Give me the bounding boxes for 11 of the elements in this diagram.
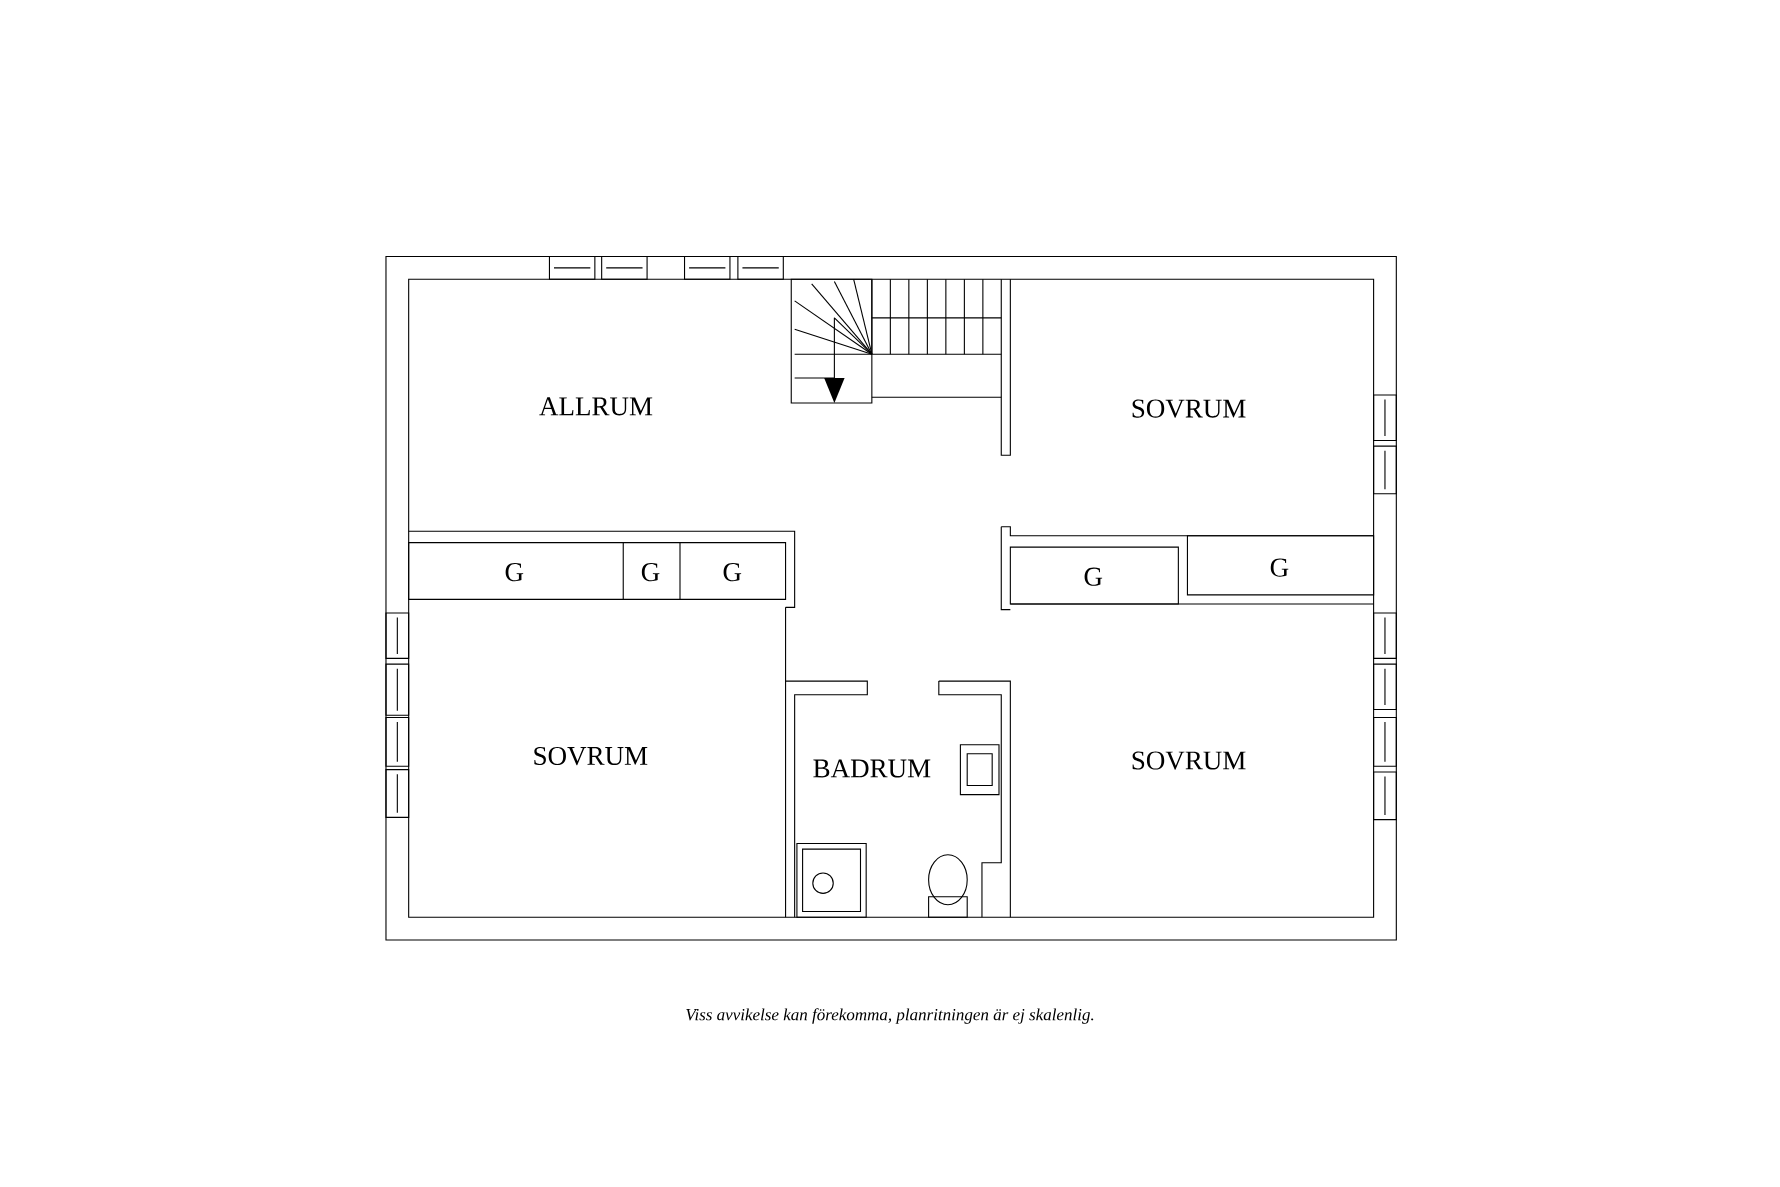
- closet-label: G: [1270, 558, 1289, 577]
- closet-label: G: [723, 562, 742, 581]
- room-label: SOVRUM: [1132, 399, 1246, 418]
- room-label: BADRUM: [813, 759, 931, 778]
- room-label: SOVRUM: [534, 746, 648, 765]
- caption: Viss avvikelse kan förekomma, planritningen är ej skalenlig.: [686, 1008, 1094, 1024]
- closet-label: G: [505, 562, 524, 581]
- closet-label: G: [641, 562, 660, 581]
- closet-label: G: [1084, 567, 1103, 586]
- room-label: ALLRUM: [539, 397, 653, 416]
- room-label: SOVRUM: [1132, 751, 1246, 770]
